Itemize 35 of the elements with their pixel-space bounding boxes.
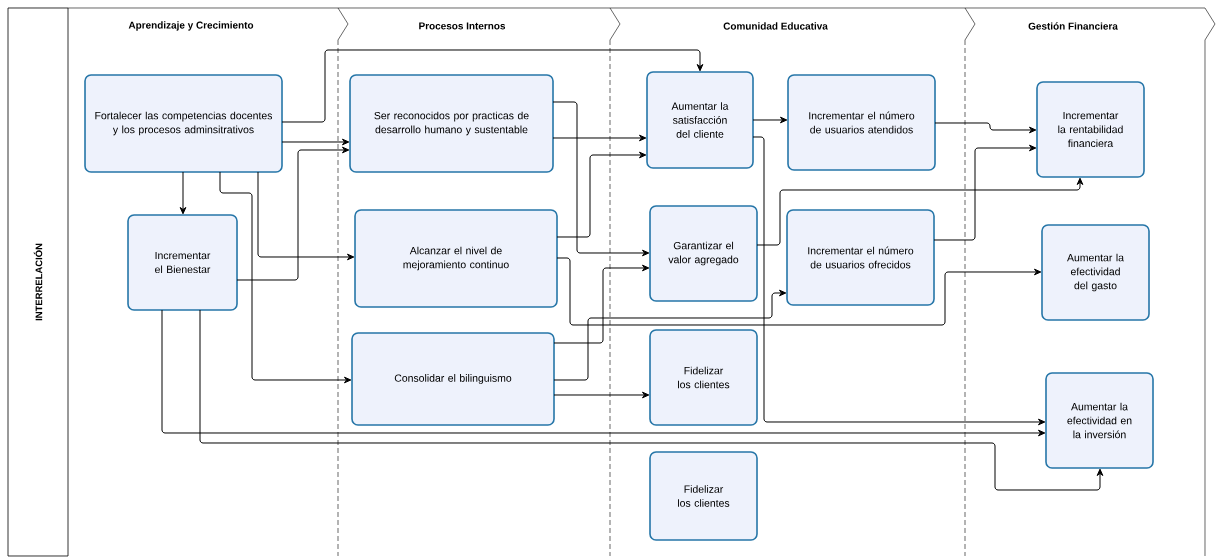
arrow — [236, 146, 350, 281]
arrow — [933, 144, 1037, 241]
objective-box: Incrementar la rentabilidad financiera — [1036, 81, 1145, 178]
objective-box: Incrementar el número de usuarios atendidos — [787, 74, 936, 171]
arrow — [199, 309, 1104, 491]
arrow — [257, 171, 355, 261]
objective-box: Garantizar el valor agregado — [649, 205, 758, 302]
objective-box: Aumentar la efectividad del gasto — [1041, 224, 1150, 321]
arrow — [756, 177, 1084, 246]
arrow — [556, 151, 647, 238]
objective-box: Alcanzar el nivel de mejoramiento continuo — [354, 209, 558, 308]
arrow — [553, 264, 650, 344]
arrow — [553, 391, 650, 399]
arrow — [553, 289, 787, 381]
objective-box: Fidelizar los clientes — [649, 451, 758, 541]
row-header: INTERRELACIÓN — [7, 7, 69, 557]
objective-box: Fidelizar los clientes — [649, 329, 758, 426]
objective-box: Consolidar el bilinguismo — [351, 332, 555, 426]
arrow — [552, 101, 650, 257]
arrow — [179, 171, 187, 215]
objective-box: Ser reconocidos por practicas de desarrollo humano y sustentable — [349, 74, 554, 173]
arrow — [934, 122, 1037, 134]
arrow — [752, 116, 788, 124]
arrow — [552, 134, 647, 142]
arrow — [281, 138, 350, 146]
objective-box: Incrementar el Bienestar — [127, 214, 238, 311]
arrow — [556, 257, 1042, 326]
objective-box: Aumentar la satisfacción del cliente — [646, 71, 754, 169]
objective-box: Fortalecer las competencias docentes y los procesos adminsitrativos — [84, 74, 283, 173]
arrow — [281, 49, 704, 123]
objective-box: Incrementar el número de usuarios ofrecidos — [786, 209, 935, 306]
arrow — [752, 136, 1046, 426]
objective-box: Aumentar la efectividad en la inversión — [1045, 372, 1154, 469]
arrow — [161, 309, 1046, 437]
arrow — [219, 171, 352, 384]
